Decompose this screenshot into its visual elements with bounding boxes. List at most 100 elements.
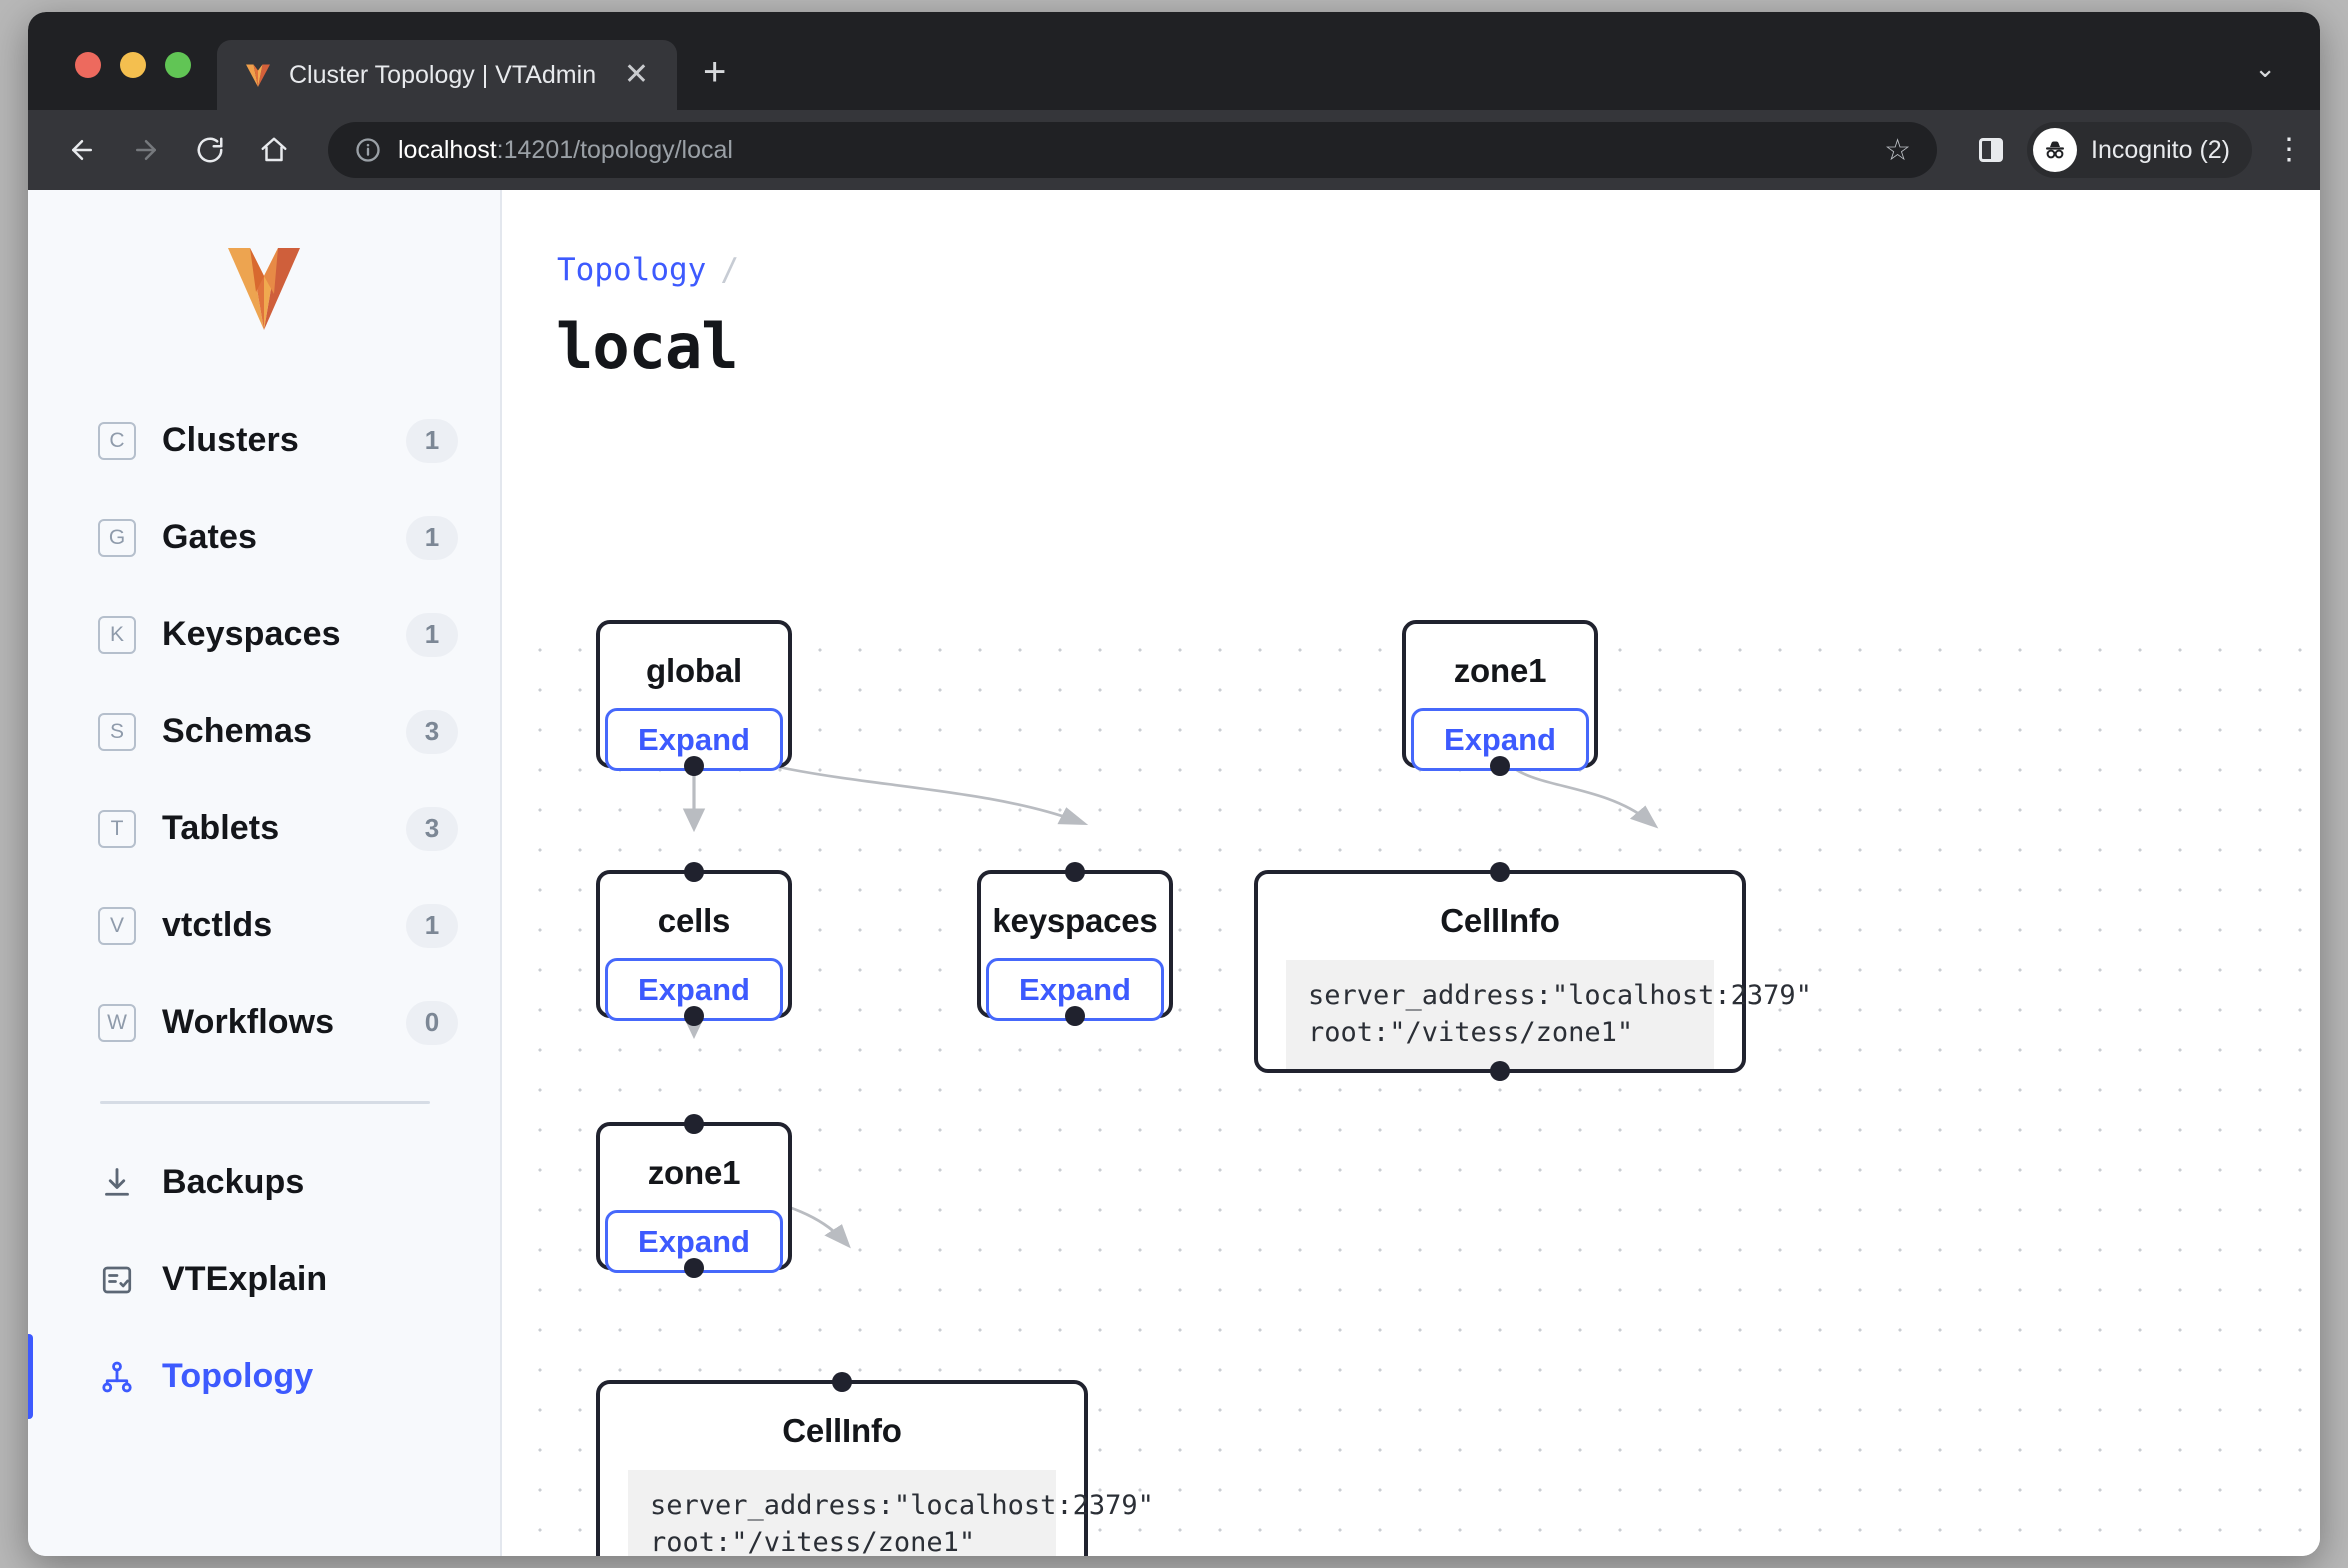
- sidebar-item-count: 0: [406, 1000, 458, 1045]
- sidebar-item-gates[interactable]: G Gates 1: [28, 489, 500, 586]
- kebab-menu-icon[interactable]: ⋮: [2274, 133, 2304, 166]
- checklist-icon: [98, 1261, 136, 1299]
- sitemap-icon: [98, 1358, 136, 1396]
- sidebar-item-count: 1: [406, 612, 458, 657]
- browser-toolbar: localhost:14201/topology/local ☆ Incogni…: [28, 110, 2320, 190]
- profile-button[interactable]: Incognito (2): [2027, 122, 2252, 178]
- sidebar-item-label: Gates: [162, 518, 257, 556]
- sidebar-item-label: Topology: [162, 1357, 314, 1395]
- node-port-top: [684, 1114, 704, 1134]
- topology-node-keyspaces[interactable]: keyspaces Expand: [977, 862, 1173, 1026]
- badge-t-icon: T: [98, 809, 136, 848]
- chevron-down-icon[interactable]: ⌄: [2254, 53, 2276, 83]
- browser-tab-bar: Cluster Topology | VTAdmin ✕ + ⌄: [28, 12, 2320, 110]
- sidebar-item-label: Workflows: [162, 1003, 335, 1041]
- download-icon: [98, 1164, 136, 1202]
- sidebar: C Clusters 1 G Gates 1 K Keyspaces 1 S S…: [28, 190, 502, 1556]
- sidebar-item-count: 1: [406, 515, 458, 560]
- maximize-window-button[interactable]: [165, 52, 191, 78]
- sidebar-item-clusters[interactable]: C Clusters 1: [28, 392, 500, 489]
- topology-node-zone1[interactable]: zone1 Expand: [596, 1114, 792, 1278]
- sidebar-item-vtctlds[interactable]: V vtctlds 1: [28, 877, 500, 974]
- topology-node-cellinfo[interactable]: CellInfo server_address:"localhost:2379"…: [596, 1372, 1154, 1556]
- cellinfo-code: server_address:"localhost:2379" root:"/v…: [628, 1470, 1154, 1556]
- node-port-bottom: [1065, 1006, 1085, 1026]
- badge-g-icon: G: [98, 518, 136, 557]
- sidebar-item-count: 3: [406, 806, 458, 851]
- close-icon[interactable]: ✕: [623, 58, 649, 91]
- sidebar-divider: [100, 1101, 430, 1104]
- sidebar-item-vtexplain[interactable]: VTExplain: [28, 1231, 500, 1328]
- reload-icon[interactable]: [182, 122, 238, 178]
- browser-window: Cluster Topology | VTAdmin ✕ + ⌄ localho…: [28, 12, 2320, 1556]
- sidebar-item-topology[interactable]: Topology: [28, 1328, 500, 1425]
- breadcrumb-separator: /: [720, 252, 739, 288]
- plus-icon[interactable]: +: [703, 50, 727, 94]
- badge-v-icon: V: [98, 906, 136, 945]
- topology-graph[interactable]: global Expand cells Expand keyspaces Exp…: [502, 620, 2320, 1556]
- badge-w-icon: W: [98, 1003, 136, 1042]
- tab-title: Cluster Topology | VTAdmin: [289, 60, 597, 89]
- star-icon[interactable]: ☆: [1884, 133, 1912, 167]
- sidebar-logo[interactable]: [28, 226, 500, 392]
- topology-node-global[interactable]: global Expand: [596, 620, 792, 776]
- badge-c-icon: C: [98, 421, 136, 460]
- vitess-logo-icon: [228, 248, 300, 330]
- sidebar-item-label: Backups: [162, 1163, 305, 1201]
- sidebar-item-count: 1: [406, 903, 458, 948]
- node-title: zone1: [1453, 652, 1547, 689]
- node-port-top: [684, 862, 704, 882]
- window-traffic-lights: [28, 52, 191, 110]
- page-title: local: [556, 310, 739, 383]
- breadcrumb-link-topology[interactable]: Topology: [557, 252, 707, 288]
- info-circle-icon[interactable]: [354, 136, 382, 164]
- sidebar-tools-nav: Backups VTExplain Topology: [28, 1134, 500, 1425]
- badge-k-icon: K: [98, 615, 136, 654]
- sidebar-primary-nav: C Clusters 1 G Gates 1 K Keyspaces 1 S S…: [28, 392, 500, 1071]
- badge-s-icon: S: [98, 712, 136, 751]
- node-port-top: [1490, 862, 1510, 882]
- cellinfo-code: server_address:"localhost:2379" root:"/v…: [1286, 960, 1812, 1069]
- sidebar-item-label: vtctlds: [162, 906, 273, 944]
- app-body: C Clusters 1 G Gates 1 K Keyspaces 1 S S…: [28, 190, 2320, 1556]
- sidebar-item-label: VTExplain: [162, 1260, 328, 1298]
- sidebar-item-count: 3: [406, 709, 458, 754]
- node-port-top: [1065, 862, 1085, 882]
- home-icon[interactable]: [246, 122, 302, 178]
- sidebar-item-keyspaces[interactable]: K Keyspaces 1: [28, 586, 500, 683]
- side-panel-icon[interactable]: [1979, 138, 2004, 162]
- sidebar-item-count: 1: [406, 418, 458, 463]
- sidebar-item-workflows[interactable]: W Workflows 0: [28, 974, 500, 1071]
- sidebar-item-label: Schemas: [162, 712, 313, 750]
- minimize-window-button[interactable]: [120, 52, 146, 78]
- node-port-bottom: [684, 1258, 704, 1278]
- node-title: CellInfo: [782, 1412, 902, 1449]
- incognito-icon: [2033, 128, 2078, 172]
- node-title: global: [646, 652, 742, 689]
- close-window-button[interactable]: [75, 52, 101, 78]
- address-bar[interactable]: localhost:14201/topology/local ☆: [328, 122, 1938, 178]
- browser-tab[interactable]: Cluster Topology | VTAdmin ✕: [217, 40, 677, 110]
- profile-label: Incognito (2): [2091, 135, 2230, 164]
- arrow-right-icon[interactable]: [118, 122, 174, 178]
- sidebar-item-tablets[interactable]: T Tablets 3: [28, 780, 500, 877]
- main-content: Topology / local: [502, 190, 2320, 1556]
- sidebar-item-label: Keyspaces: [162, 615, 341, 653]
- node-title: CellInfo: [1440, 902, 1560, 939]
- node-title: cells: [657, 902, 731, 939]
- sidebar-item-schemas[interactable]: S Schemas 3: [28, 683, 500, 780]
- url-path: :14201/topology/local: [496, 135, 733, 164]
- node-port-bottom: [684, 1006, 704, 1026]
- topology-node-cellinfo[interactable]: CellInfo server_address:"localhost:2379"…: [1254, 862, 1812, 1081]
- node-port-bottom: [684, 756, 704, 776]
- node-port-bottom: [1490, 1060, 1510, 1081]
- node-title: keyspaces: [992, 902, 1158, 939]
- sidebar-item-backups[interactable]: Backups: [28, 1134, 500, 1231]
- topology-node-cells[interactable]: cells Expand: [596, 862, 792, 1026]
- arrow-left-icon[interactable]: [54, 122, 110, 178]
- node-title: zone1: [647, 1154, 741, 1191]
- vitess-logo-icon: [246, 64, 270, 87]
- breadcrumb: Topology /: [502, 190, 2320, 288]
- address-bar-url: localhost:14201/topology/local: [398, 136, 733, 165]
- topology-node-zone1[interactable]: zone1 Expand: [1402, 620, 1598, 776]
